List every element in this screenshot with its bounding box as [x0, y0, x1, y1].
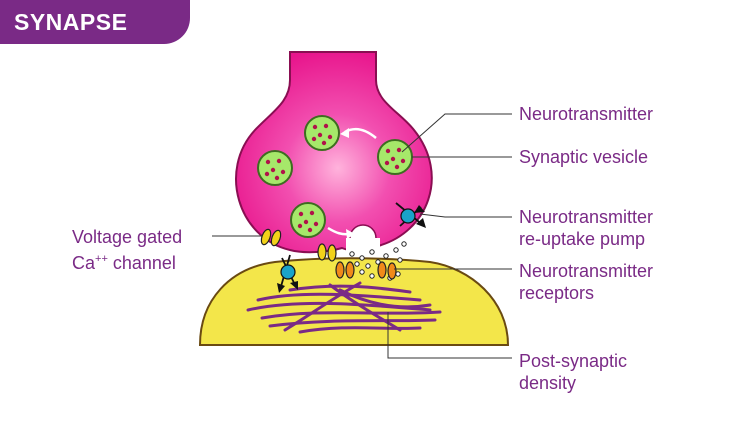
arrowhead-icon: [340, 128, 349, 138]
label-calcium-channel: Voltage gated Ca++ channel: [72, 227, 183, 273]
diagram-title: SYNAPSE: [14, 9, 128, 35]
label-neurotransmitter: Neurotransmitter: [519, 104, 654, 124]
label-synaptic-vesicle: Synaptic vesicle: [519, 147, 649, 167]
synaptic-vesicle: [257, 150, 293, 186]
label-reuptake-pump: Neurotransmitter re-uptake pump: [519, 207, 654, 249]
label-postsynaptic-density: Post-synaptic density: [519, 351, 628, 393]
calcium-channel: [317, 243, 337, 262]
title-banner: SYNAPSE: [0, 0, 190, 44]
postsynaptic-density: [246, 281, 442, 334]
leader-lines: [212, 113, 512, 359]
reuptake-pump: [395, 202, 426, 228]
reuptake-pump: [277, 254, 298, 293]
arrowhead-icon: [346, 229, 355, 239]
neurotransmitter-receptor: [335, 261, 355, 279]
presynaptic-terminal: [235, 51, 433, 254]
neurotransmitter-receptor: [377, 261, 397, 280]
synaptic-vesicle: [304, 115, 340, 151]
calcium-channel: [260, 228, 282, 247]
label-receptors: Neurotransmitter receptors: [519, 261, 654, 303]
synaptic-vesicle: [290, 202, 326, 238]
synaptic-vesicle: [377, 139, 413, 175]
